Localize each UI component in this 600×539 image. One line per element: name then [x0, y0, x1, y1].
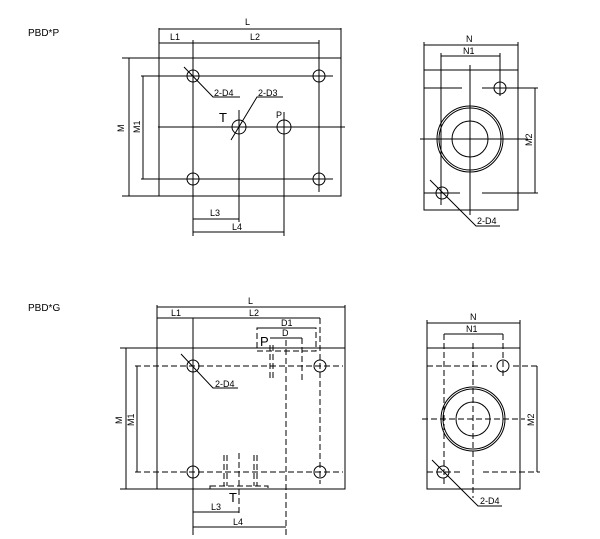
port-bore: [455, 401, 491, 437]
label-L: L: [248, 296, 253, 306]
label-port-P: P: [276, 110, 282, 120]
label-L3: L3: [211, 502, 221, 512]
port-counterbore: [436, 105, 504, 173]
label-L4: L4: [232, 222, 242, 232]
label-M: M: [116, 125, 126, 133]
leader-2-D3: [230, 96, 283, 141]
label-M2: M2: [524, 133, 534, 146]
port-bore: [451, 120, 489, 158]
label-L3: L3: [210, 208, 220, 218]
label-port-T: T: [219, 110, 227, 125]
label-N1: N1: [466, 324, 478, 334]
label-M1: M1: [126, 413, 136, 426]
plate-outline: [156, 347, 346, 490]
label-L1: L1: [170, 32, 180, 42]
label-N: N: [466, 34, 473, 44]
label-2-D3: 2-D3: [258, 88, 278, 98]
label-N1: N1: [463, 46, 475, 56]
label-M2: M2: [526, 413, 536, 426]
pbd-p-side-view: N N1 M2 2-D4: [420, 34, 538, 227]
leader-2-D4: [429, 179, 500, 227]
leader-2-D4: [183, 66, 240, 98]
pbd-g-front-view: L L1 L2 D1 D P T L3 L4 M M1 2-D4: [114, 296, 346, 535]
mount-hole: [313, 465, 327, 479]
mount-hole: [313, 359, 327, 373]
leader-2-D4: [431, 459, 502, 507]
label-D: D: [282, 328, 289, 338]
label-L: L: [245, 17, 250, 27]
port-counterbore: [440, 386, 506, 452]
label-2-D4: 2-D4: [214, 88, 234, 98]
port-P-hole: [276, 119, 292, 135]
label-M: M: [114, 417, 124, 425]
mount-hole: [435, 186, 449, 200]
label-2-D4: 2-D4: [480, 496, 500, 506]
mount-hole: [436, 465, 450, 479]
pbd-g-side-view: N N1 M2 2-D4: [422, 312, 540, 507]
mount-hole: [312, 69, 326, 83]
leader-2-D4: [180, 353, 238, 389]
mount-hole: [186, 465, 200, 479]
label-L1: L1: [171, 308, 181, 318]
mount-hole: [186, 172, 200, 186]
label-L2: L2: [250, 32, 260, 42]
label-port-T: T: [229, 490, 237, 505]
title-pbd-g: PBD*G: [28, 303, 60, 314]
port-counterbore-inner: [438, 107, 502, 171]
port-counterbore-inner: [442, 388, 504, 450]
mount-hole: [496, 359, 510, 373]
mount-hole: [186, 69, 200, 83]
body-outline: [423, 69, 519, 211]
label-L4: L4: [233, 517, 243, 527]
mount-hole: [493, 81, 507, 95]
label-M1: M1: [132, 120, 142, 133]
pbd-p-front-view: L L1 L2 L3 L4 M M1 2-D4 2-D3 T P: [116, 17, 345, 236]
label-2-D4: 2-D4: [477, 216, 497, 226]
label-N: N: [470, 312, 477, 322]
label-D1: D1: [281, 318, 293, 328]
port-T-hole: [231, 119, 247, 135]
label-L2: L2: [249, 308, 259, 318]
label-port-P: P: [260, 334, 269, 349]
label-2-D4: 2-D4: [215, 379, 235, 389]
mount-hole: [312, 172, 326, 186]
title-pbd-p: PBD*P: [28, 28, 59, 39]
mount-hole: [186, 359, 200, 373]
